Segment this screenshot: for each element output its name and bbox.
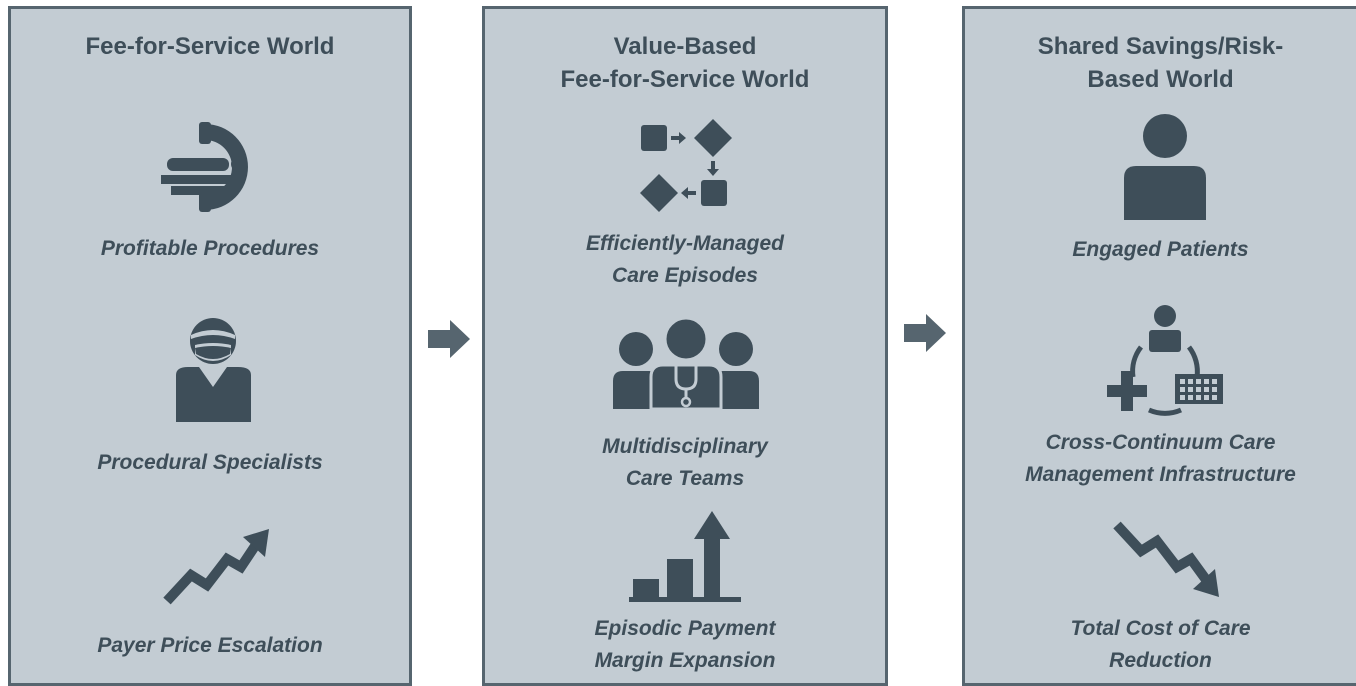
- item-label-line-2: Care Teams: [625, 467, 745, 490]
- item-label-line-2: Care Episodes: [612, 264, 758, 287]
- bar-chart-growth-icon: [629, 509, 741, 603]
- item-label: Profitable Procedures: [100, 237, 320, 260]
- patient-icon: [1120, 112, 1210, 222]
- item-label-line-1: Efficiently-Managed: [586, 232, 784, 255]
- item-label-line-1: Multidisciplinary: [602, 435, 768, 458]
- panel-title-line-1: Shared Savings/Risk-: [1037, 33, 1284, 60]
- care-continuum-icon: [1105, 299, 1225, 424]
- panel-title: Fee-for-Service World: [85, 33, 335, 60]
- item-label: Payer Price Escalation: [97, 634, 323, 657]
- trend-down-arrow-icon: [1113, 517, 1223, 599]
- transition-arrow: [428, 320, 470, 358]
- trend-up-arrow-icon: [161, 527, 271, 609]
- item-label-line-1: Total Cost of Care: [1070, 617, 1251, 640]
- panel-value-based-fee-for-service: Value-Based Fee-for-Service World Effici…: [482, 6, 888, 686]
- item-label: Procedural Specialists: [97, 451, 323, 474]
- surgeon-icon: [166, 315, 261, 425]
- panel-title-line-2: Fee-for-Service World: [560, 66, 810, 93]
- process-flow-icon: [637, 117, 737, 217]
- care-team-icon: [611, 316, 761, 411]
- ct-scanner-icon: [161, 112, 271, 222]
- panel-fee-for-service: Fee-for-Service World Profitable Procedu…: [8, 6, 412, 686]
- panel-shared-savings-risk-based: Shared Savings/Risk- Based World Engaged…: [962, 6, 1356, 686]
- item-label-line-2: Margin Expansion: [594, 649, 776, 672]
- item-label-line-2: Management Infrastructure: [1025, 463, 1296, 486]
- item-label: Engaged Patients: [1072, 238, 1249, 261]
- panel-title-line-1: Value-Based: [613, 33, 757, 60]
- item-label-line-1: Cross-Continuum Care: [1045, 431, 1276, 454]
- item-label-line-2: Reduction: [1109, 649, 1212, 672]
- item-label-line-1: Episodic Payment: [594, 617, 776, 640]
- transition-arrow: [904, 314, 946, 352]
- panel-title-line-2: Based World: [1087, 66, 1234, 93]
